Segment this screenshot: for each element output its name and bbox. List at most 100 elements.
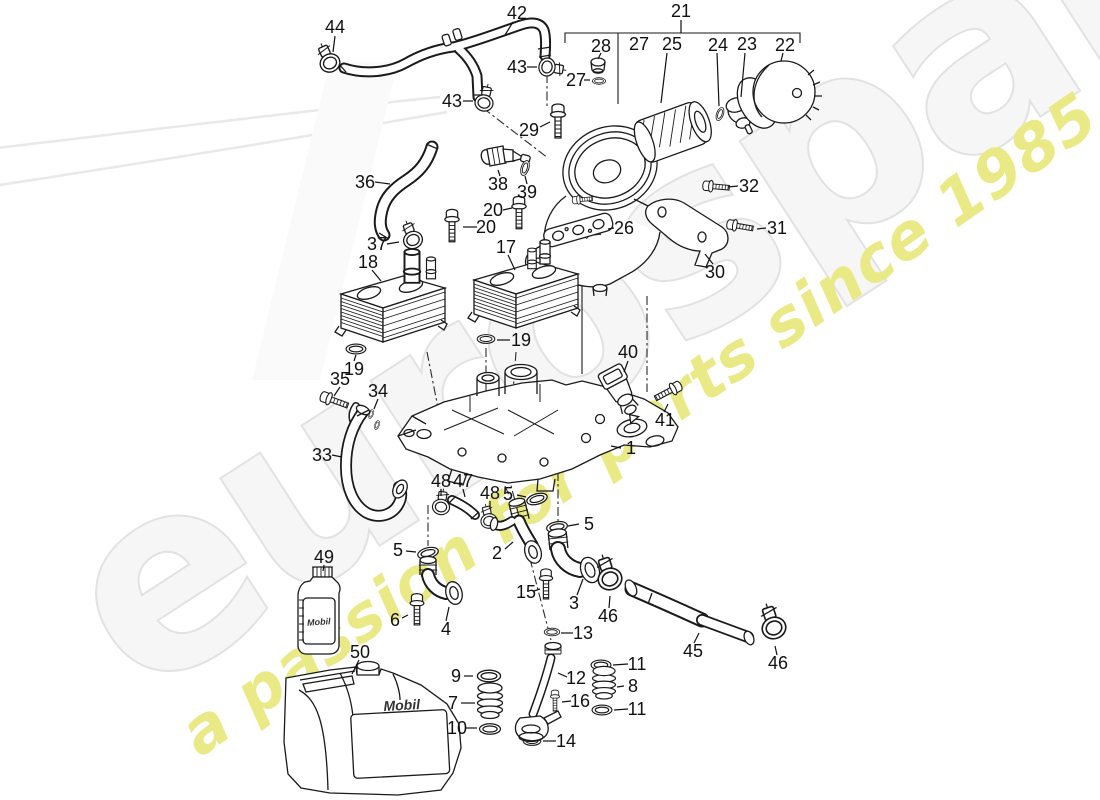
part-label-26: 26 — [607, 218, 634, 238]
part-label-9: 9 — [451, 666, 473, 686]
svg-text:28: 28 — [591, 36, 611, 56]
part-label-5: 5 — [393, 540, 417, 560]
vent-hose-42 — [337, 17, 552, 103]
part-label-31: 31 — [756, 218, 787, 238]
part-label-40: 40 — [618, 342, 638, 373]
part-label-8: 8 — [616, 676, 638, 696]
oil-filter-cap-22 — [736, 60, 822, 129]
svg-text:46: 46 — [768, 653, 788, 673]
svg-text:5: 5 — [584, 514, 594, 534]
part-label-18: 18 — [358, 252, 382, 282]
svg-text:18: 18 — [358, 252, 378, 272]
part-label-11: 11 — [613, 699, 647, 719]
svg-text:34: 34 — [368, 381, 388, 401]
part-label-11: 11 — [612, 654, 647, 674]
part-label-43: 43 — [507, 57, 537, 77]
svg-text:3: 3 — [569, 593, 579, 613]
part-label-5: 5 — [567, 514, 594, 534]
svg-text:8: 8 — [628, 676, 638, 696]
plug-28 — [590, 57, 606, 74]
svg-text:32: 32 — [739, 176, 759, 196]
svg-text:27: 27 — [566, 70, 586, 90]
svg-text:49: 49 — [314, 547, 334, 567]
connector-sleeve-7 — [476, 682, 504, 720]
o-ring-13 — [543, 627, 561, 637]
svg-text:2: 2 — [492, 543, 502, 563]
svg-text:39: 39 — [517, 182, 537, 202]
svg-text:23: 23 — [737, 34, 757, 54]
svg-text:6: 6 — [390, 610, 400, 630]
part-label-37: 37 — [367, 234, 400, 254]
svg-text:31: 31 — [767, 218, 787, 238]
y-distributor-2 — [489, 497, 543, 564]
part-label-28: 28 — [591, 36, 611, 60]
part-label-10: 10 — [447, 718, 477, 738]
container-brand-text: Mobil — [383, 696, 421, 714]
o-ring-19-right — [476, 334, 496, 344]
part-label-24: 24 — [708, 35, 728, 107]
oil-pressure-sensor-40 — [597, 363, 641, 425]
svg-text:24: 24 — [708, 35, 728, 55]
svg-text:11: 11 — [628, 699, 647, 719]
assembly-bracket-21 — [564, 32, 801, 43]
part-label-19: 19 — [497, 330, 531, 350]
svg-text:22: 22 — [775, 35, 795, 55]
cooler-18-fitting — [402, 247, 422, 284]
svg-text:43: 43 — [442, 91, 462, 111]
svg-text:48: 48 — [431, 471, 451, 491]
elbow-connector-4 — [419, 555, 463, 605]
part-label-4: 4 — [441, 606, 451, 639]
part-label-35: 35 — [330, 369, 350, 397]
svg-text:5: 5 — [393, 540, 403, 560]
part-label-42: 42 — [504, 3, 527, 36]
part-label-1: 1 — [610, 438, 636, 458]
part-label-49: 49 — [314, 547, 334, 572]
svg-text:1: 1 — [626, 438, 636, 458]
svg-text:50: 50 — [350, 642, 370, 662]
svg-text:44: 44 — [325, 17, 345, 37]
part-label-14: 14 — [543, 731, 576, 751]
part-label-3: 3 — [569, 578, 584, 613]
part-label-16: 16 — [561, 691, 590, 711]
part-label-21: 21 — [671, 1, 691, 33]
oil-container-5l-50: Mobil — [283, 660, 462, 796]
hose-clamp-43-right — [536, 56, 569, 80]
part-label-43: 43 — [442, 91, 473, 111]
svg-text:20: 20 — [483, 200, 503, 220]
part-label-22: 22 — [775, 35, 795, 62]
part-label-5: 5 — [503, 484, 527, 504]
support-bracket-30 — [633, 198, 729, 268]
svg-text:20: 20 — [476, 217, 496, 237]
svg-text:29: 29 — [519, 120, 539, 140]
svg-text:17: 17 — [496, 237, 516, 257]
bottle-brand-text: Mobil — [307, 616, 332, 628]
part-label-47: 47 — [453, 471, 473, 498]
cooler-18-fitting-2 — [425, 256, 437, 280]
part-label-30: 30 — [704, 253, 725, 282]
hose-clamp-46-right — [753, 599, 790, 643]
part-label-6: 6 — [390, 610, 409, 630]
part-label-27: 27 — [566, 70, 590, 90]
cooler-17-fitting-2 — [526, 247, 538, 270]
svg-text:35: 35 — [330, 369, 350, 389]
oil-hose-45 — [624, 579, 755, 646]
svg-text:12: 12 — [566, 668, 586, 688]
part-label-48: 48 — [431, 471, 451, 496]
svg-text:47: 47 — [453, 471, 473, 491]
part-label-46: 46 — [598, 595, 618, 626]
oil-filter-element-25 — [633, 101, 712, 163]
svg-text:11: 11 — [628, 654, 647, 674]
cooler-17-fitting — [538, 239, 552, 265]
part-label-33: 33 — [312, 445, 343, 465]
svg-text:41: 41 — [655, 410, 675, 430]
part-label-29: 29 — [519, 120, 551, 140]
temperature-sensor-38 — [480, 145, 531, 167]
part-label-46: 46 — [768, 645, 788, 673]
part-label-45: 45 — [683, 632, 703, 661]
part-labels-layer: 1234555678910111112131415161718191920202… — [312, 1, 795, 751]
svg-text:9: 9 — [451, 666, 461, 686]
water-hose-36 — [373, 140, 439, 242]
oil-cooler-console-1 — [397, 363, 679, 492]
svg-text:26: 26 — [614, 218, 634, 238]
